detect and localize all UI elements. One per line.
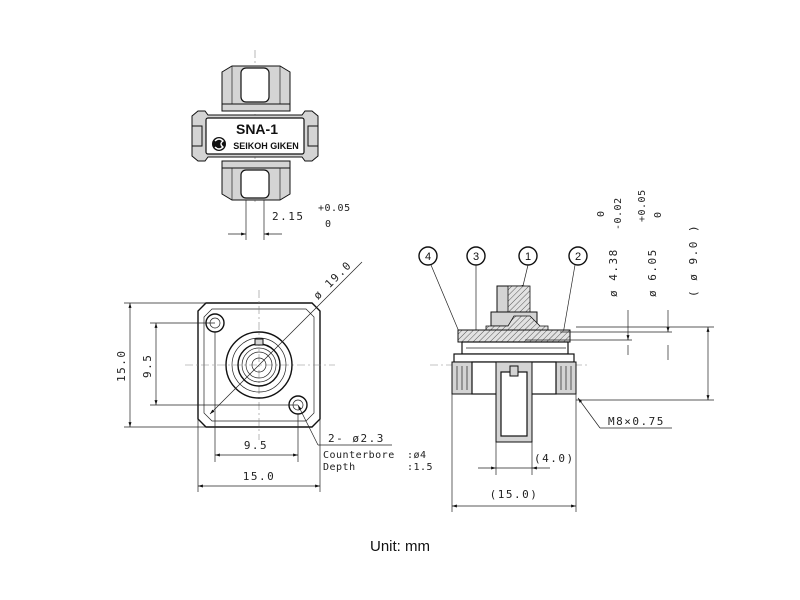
callout-1: 1	[518, 246, 538, 291]
dia-9-0-dim: ( ø 9.0 )	[687, 224, 700, 297]
svg-text:3: 3	[473, 251, 479, 263]
front-view: ø 19.0 15.0 9.5 9.5 15.0 2- ø2.3 Counter…	[115, 258, 433, 492]
callout-3: 3	[466, 246, 486, 343]
hole-callout: 2- ø2.3	[328, 432, 385, 445]
depth-label: Depth	[323, 462, 356, 473]
dia-6-05-dim: ø 6.05	[646, 248, 659, 297]
thread-callout: M8×0.75	[608, 415, 665, 428]
height-holes-dim: 9.5	[141, 354, 154, 378]
dia-4-38-tol-upper: 0	[596, 210, 607, 217]
counterbore-value: :ø4	[407, 450, 427, 461]
slot-width-dim: 2.15	[272, 210, 305, 223]
height-outer-dim: 15.0	[115, 350, 128, 383]
model-name: SNA-1	[236, 121, 278, 137]
length-total-dim: (15.0)	[490, 488, 539, 501]
dia-6-05-tol-upper: +0.05	[637, 189, 648, 222]
depth-value: :1.5	[407, 462, 433, 473]
maker-name: SEIKOH GIKEN	[233, 141, 299, 151]
slot-tol-upper: +0.05	[318, 203, 351, 214]
counterbore-label: Counterbore	[323, 450, 395, 461]
svg-text:1: 1	[525, 251, 531, 263]
length-short-dim: (4.0)	[534, 452, 575, 465]
dia-4-38-dim: ø 4.38	[607, 248, 620, 297]
side-view: 4 3 1 2	[418, 189, 714, 512]
seikoh-giken-logo-icon	[212, 137, 226, 151]
width-holes-dim: 9.5	[244, 439, 268, 452]
svg-text:4: 4	[425, 251, 431, 263]
unit-note: Unit: mm	[370, 538, 430, 555]
diameter-19-dim: ø 19.0	[311, 258, 355, 302]
dia-4-38-tol-lower: -0.02	[613, 197, 624, 230]
svg-text:2: 2	[575, 251, 581, 263]
dia-6-05-tol-lower: 0	[653, 211, 664, 218]
top-view: SNA-1 SEIKOH GIKEN 2.15 +0.05 0	[191, 50, 351, 240]
callout-2: 2	[561, 246, 588, 341]
slot-tol-lower: 0	[325, 219, 332, 230]
width-outer-dim: 15.0	[243, 470, 276, 483]
